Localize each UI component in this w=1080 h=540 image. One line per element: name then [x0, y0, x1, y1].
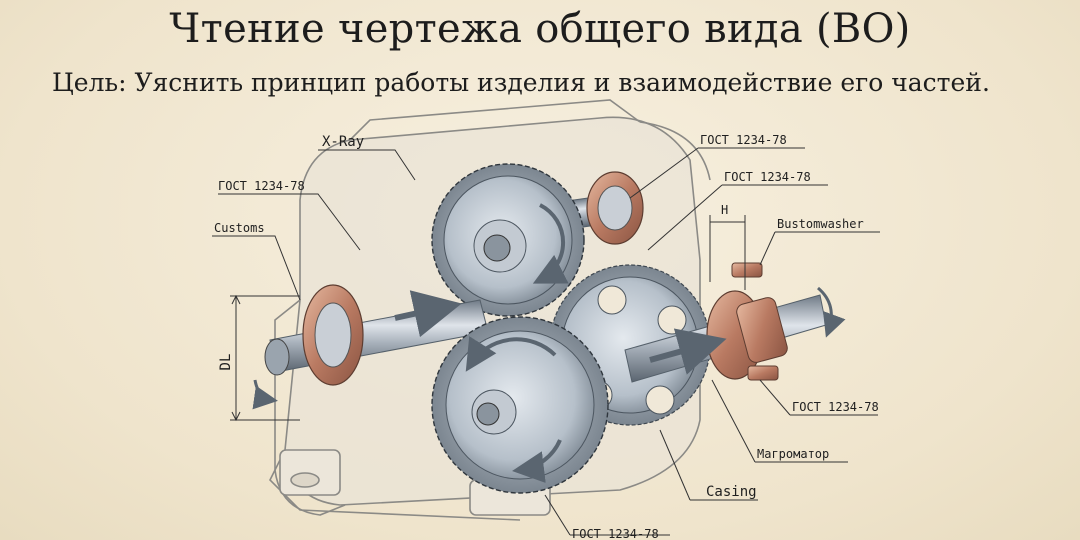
- callout-gost-lower-right: ГОСТ 1234-78: [792, 400, 879, 414]
- callout-magromator: Mагромaтор: [757, 447, 829, 461]
- callout-gost-top-left: ГОСТ 1234-78: [218, 179, 305, 193]
- lower-gear: [431, 316, 609, 494]
- callout-xray: X-Ray: [322, 134, 364, 150]
- upper-gear: [431, 163, 585, 317]
- callout-gost-bottom: ГОСТ 1234-78: [572, 527, 659, 540]
- callout-gost-top-right: ГОСТ 1234-78: [700, 133, 787, 147]
- output-shaft: [624, 262, 846, 383]
- page-title: Чтение чертежа общего вида (ВО): [169, 6, 911, 52]
- callout-customs: Customs: [214, 221, 265, 235]
- dimension-h: [709, 215, 746, 290]
- dim-dl-label: DL: [218, 354, 234, 371]
- callout-gost-right: ГОСТ 1234-78: [724, 170, 811, 184]
- input-shaft: [252, 284, 489, 410]
- callout-casing: Casing: [706, 484, 757, 500]
- rear-gear: [549, 264, 711, 426]
- callout-washer: Bustomwasher: [777, 217, 864, 231]
- page-subtitle: Цель: Уяснить принцип работы изделия и в…: [52, 68, 990, 97]
- dimension-dl: [230, 294, 300, 422]
- leader-lines: [212, 147, 880, 536]
- dim-h-label: H: [721, 203, 728, 217]
